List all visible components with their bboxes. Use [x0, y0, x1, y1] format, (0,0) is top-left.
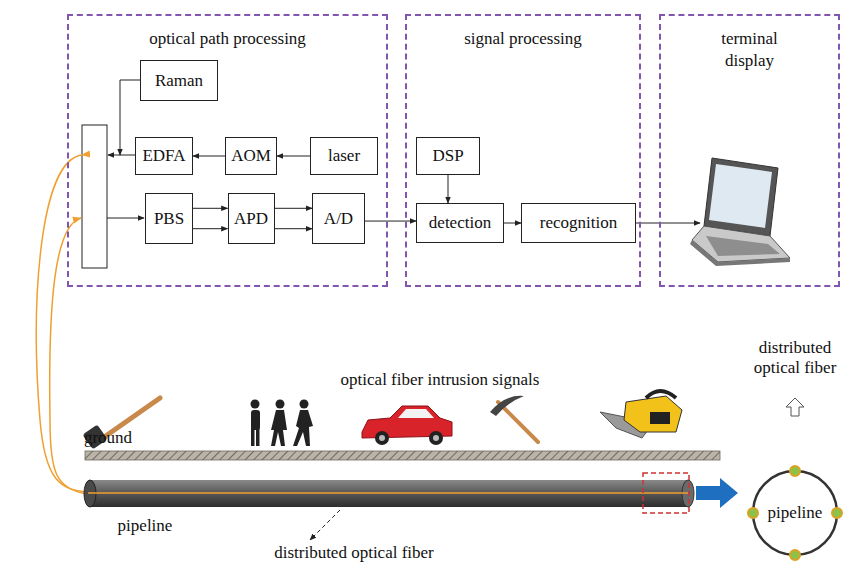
box-label: PBS	[154, 209, 184, 229]
process-box: PBS	[145, 193, 193, 244]
blue-arrow	[696, 478, 738, 508]
coupler-box	[82, 125, 107, 268]
car-icon	[362, 406, 452, 445]
coupler-out	[107, 218, 144, 219]
panel-heading: terminal display	[661, 28, 838, 72]
fiber-label: distributed optical fiber	[244, 543, 464, 563]
fiber-label: distributed optical fiber	[747, 338, 843, 379]
signal-arrow	[193, 208, 228, 209]
panel-frame: terminal display	[659, 14, 840, 287]
panel-heading: optical path processing	[69, 28, 386, 50]
process-box: A/D	[312, 193, 365, 244]
hollow-arrow	[786, 398, 804, 416]
panel-frame: signal processingDSP detection recognition	[405, 14, 641, 287]
ground-label: ground	[78, 428, 138, 448]
process-box: detection	[416, 203, 504, 243]
box-label: DSP	[432, 146, 463, 166]
box-label: EDFA	[142, 146, 185, 166]
panel-frame: optical path processingRamanEDFA AOM laser…	[67, 14, 388, 287]
display-arrow	[636, 223, 700, 224]
signal-arrow	[277, 156, 310, 157]
signal-arrow	[448, 175, 449, 203]
process-box: Raman	[140, 60, 218, 101]
fiber-lead	[36, 155, 88, 492]
box-label: Raman	[155, 71, 203, 91]
caption-label: optical fiber intrusion signals	[290, 370, 590, 390]
box-label: pipeline	[768, 503, 823, 523]
signal-arrow	[193, 228, 228, 229]
section-mark	[643, 473, 689, 513]
process-box: laser	[310, 137, 378, 175]
process-box: recognition	[521, 203, 636, 243]
process-box: DSP	[416, 137, 480, 175]
people-icon	[251, 400, 314, 447]
box-label: laser	[328, 146, 360, 166]
laptop-icon	[690, 158, 790, 266]
signal-arrow	[193, 156, 225, 157]
panel-heading: signal processing	[407, 28, 639, 50]
box-label: detection	[429, 213, 491, 233]
pipeline-section: pipeline	[750, 468, 840, 558]
process-box: EDFA	[135, 137, 193, 175]
box-label: A/D	[324, 209, 353, 229]
box-label: AOM	[231, 146, 271, 166]
signal-arrow	[275, 208, 313, 209]
chainsaw-icon	[600, 391, 682, 438]
signal-arrow	[275, 228, 313, 229]
ground-band	[85, 451, 720, 460]
pipeline-label: pipeline	[105, 516, 185, 536]
box-label: APD	[234, 209, 268, 229]
edfa-out	[108, 155, 135, 156]
signal-arrow	[504, 223, 521, 224]
fiber-line	[88, 492, 688, 494]
leader-line	[310, 510, 340, 540]
pickaxe-icon	[490, 396, 538, 442]
signal-arrow	[365, 221, 416, 222]
box-label: recognition	[540, 213, 617, 233]
process-box: AOM	[225, 137, 277, 175]
process-box: APD	[228, 193, 275, 244]
